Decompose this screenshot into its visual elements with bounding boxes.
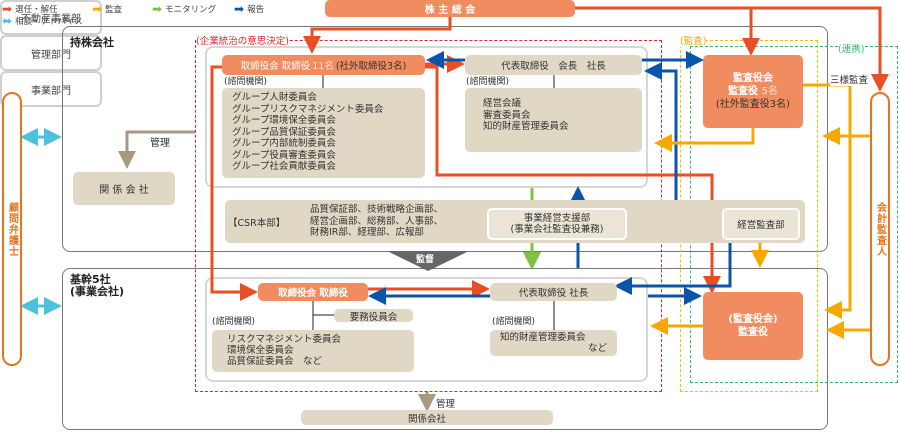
- audit-board: 監査役会 監査役 5名 (社外監査役3名): [703, 55, 803, 128]
- legend-report: ➡報告: [234, 2, 265, 16]
- collab-label: (連携): [838, 41, 865, 55]
- legend-audit: ➡監査: [92, 2, 123, 16]
- arrow-icon: ➡: [234, 2, 245, 16]
- core-rep-committees: 知的財産管理委員会など: [490, 330, 617, 356]
- advisory-label: (諮問機関): [212, 317, 256, 327]
- business-support-dept: 事業経営支援部(事業会社監査役兼務): [487, 208, 627, 240]
- legal-advisor: 顧問弁護士: [2, 92, 22, 366]
- legend-monitoring: ➡モニタリング: [152, 2, 217, 16]
- three-way-audit-label: 三様監査: [830, 72, 869, 86]
- board-committees: グループ人財委員会グループリスクマネジメント委員会グループ環境保全委員会グループ…: [222, 88, 425, 178]
- arrow-icon: ➡: [152, 2, 163, 16]
- real-estate-division: 不動産事業部: [0, 0, 102, 35]
- csr-label: 【CSR本部】: [228, 218, 286, 229]
- core-title: 基幹5社(事業会社): [70, 273, 125, 298]
- management-audit-dept: 経営監査部: [722, 208, 800, 240]
- legend-advice: ⬌相談・アドバイス: [2, 14, 83, 28]
- legend-appoint: ➡選任・解任: [2, 2, 58, 16]
- advisory-label: (諮問機関): [466, 77, 510, 87]
- representative-director: 代表取締役 会長 社長: [465, 55, 642, 75]
- rep-committees: 経営会議審査委員会知的財産管理委員会: [465, 88, 642, 152]
- manage-label: 管理: [436, 399, 456, 410]
- advisory-label: (諮問機関): [492, 317, 536, 327]
- core-board-of-directors: 取締役会 取締役: [258, 283, 368, 301]
- core-affiliates: 関係会社: [301, 410, 553, 425]
- accounting-auditor: 会計監査人: [870, 92, 890, 366]
- core-representative-director: 代表取締役 社長: [490, 283, 617, 301]
- admin-division: 管理部門: [0, 35, 102, 71]
- advisory-label: (諮問機関): [224, 77, 268, 87]
- affiliates-box: 関 係 会 社: [73, 172, 175, 205]
- double-arrow-icon: ⬌: [2, 14, 13, 28]
- shareholders-meeting: 株 主 総 会: [325, 0, 575, 17]
- supervise-label: 監督: [416, 255, 435, 265]
- governance-label: (企業統治の意思決定): [196, 33, 289, 47]
- core-committees: リスクマネジメント委員会環境保全委員会品質保証委員会 など: [212, 330, 414, 372]
- csr-departments: 品質保証部、技術戦略企画部、経営企画部、総務部、人事部、財務IR部、経理部、広報…: [310, 204, 444, 238]
- holding-title: 持株会社: [70, 36, 114, 49]
- manage-label: 管理: [150, 138, 170, 149]
- audit-label: (監査): [680, 33, 707, 47]
- executive-officers-meeting: 要務役員会: [334, 309, 413, 323]
- arrow-icon: ➡: [92, 2, 103, 16]
- arrow-icon: ➡: [2, 2, 13, 16]
- core-auditor: (監査役会)監査役: [703, 292, 803, 360]
